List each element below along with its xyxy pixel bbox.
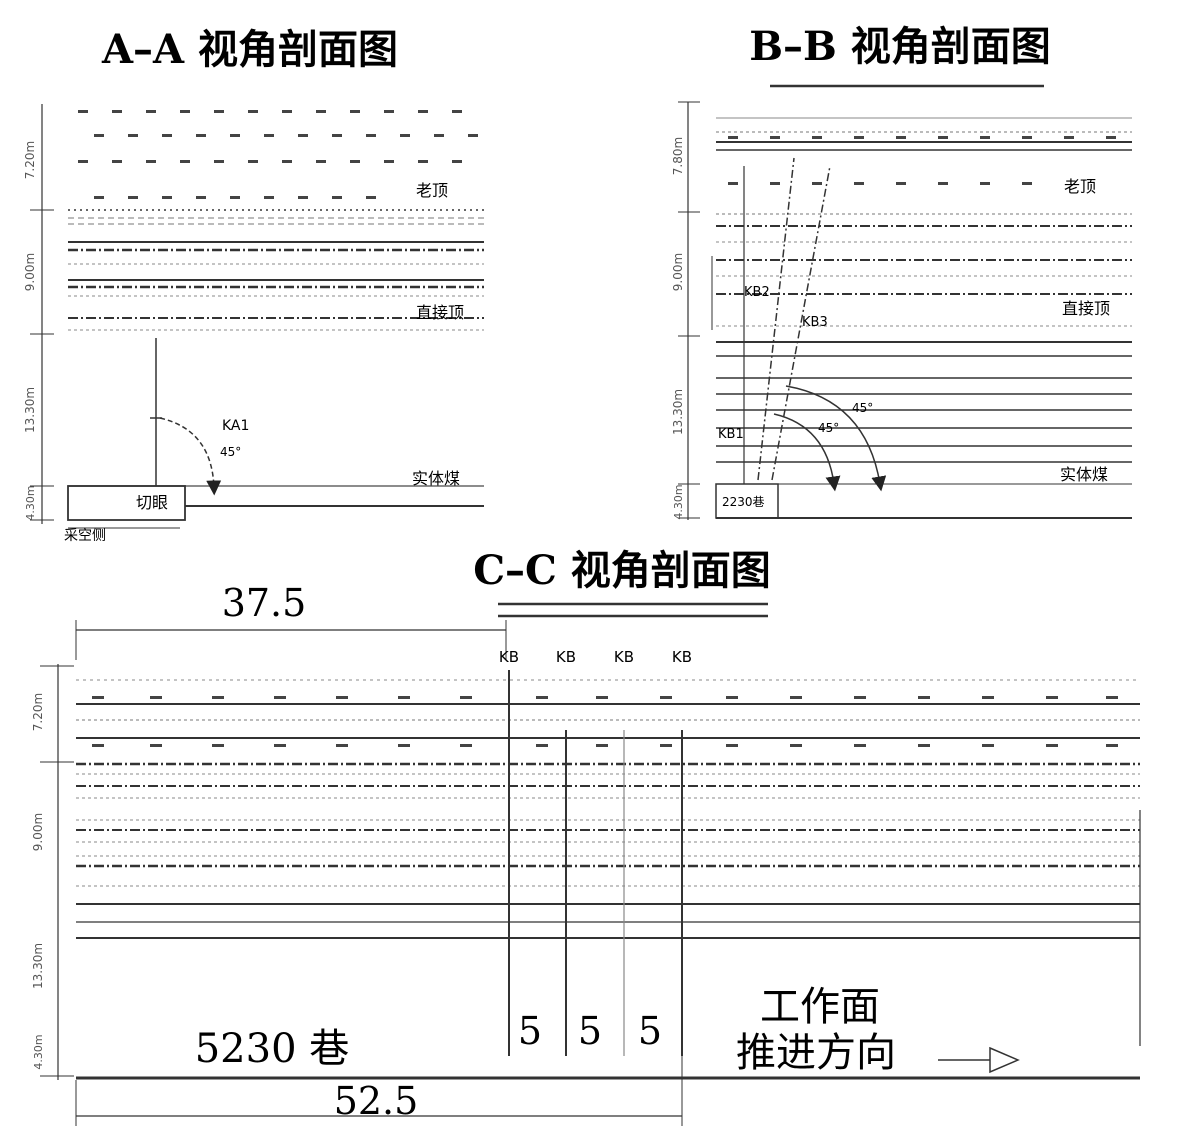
cc-dimension-column <box>40 664 74 1080</box>
cc-rock-pattern <box>92 696 1118 747</box>
section-aa: A–A 视角剖面图 <box>23 26 484 544</box>
cc-strata <box>76 679 1141 1080</box>
aa-dim-2: 9.00m <box>23 253 37 291</box>
cc-dim-4: 4.30m <box>32 1034 45 1069</box>
bb-label-coal: 实体煤 <box>1060 465 1108 484</box>
bb-hole-kb1: KB1 <box>718 427 744 442</box>
aa-label-goaf: 采空侧 <box>64 528 106 544</box>
bb-dim-1: 7.80m <box>671 137 685 175</box>
aa-strata <box>67 209 484 529</box>
section-aa-title: A–A 视角剖面图 <box>101 26 398 73</box>
cc-boreholes <box>508 670 683 1056</box>
cc-dimension-bottom <box>75 1056 683 1126</box>
cc-hole-label-2: KB <box>556 648 576 666</box>
bb-label-stratum-top: 老顶 <box>1064 177 1096 196</box>
cc-dim-2: 9.00m <box>31 813 45 851</box>
section-cc-title: C–C 视角剖面图 <box>473 547 771 594</box>
cc-spacing-1: 5 <box>518 1009 542 1053</box>
bb-dimension-column <box>678 101 713 520</box>
bb-angle-1: 45° <box>852 401 873 415</box>
aa-hole-label: KA1 <box>222 418 249 434</box>
aa-dim-4: 4.30m <box>24 485 37 520</box>
cc-dimension-top <box>75 620 507 660</box>
aa-rock-pattern <box>78 110 478 199</box>
bb-angle-2: 45° <box>818 421 839 435</box>
cc-face-label-2: 推进方向 <box>736 1030 896 1076</box>
bb-hole-kb3: KB3 <box>802 315 828 330</box>
cc-roadway-label: 5230 巷 <box>195 1026 350 1072</box>
cc-face-label-1: 工作面 <box>760 984 880 1030</box>
bb-boreholes <box>743 157 887 492</box>
bb-dim-3: 13.30m <box>671 389 685 435</box>
bb-label-stratum-mid: 直接顶 <box>1062 299 1110 318</box>
section-bb-title: B–B 视角剖面图 <box>749 23 1051 70</box>
cc-hole-label-4: KB <box>672 648 692 666</box>
aa-label-cut: 切眼 <box>136 493 168 512</box>
bb-label-roadway: 2230巷 <box>722 495 765 509</box>
advance-arrow-icon <box>938 1046 1020 1074</box>
section-bb: B–B 视角剖面图 <box>671 23 1132 520</box>
aa-borehole <box>150 338 222 496</box>
bb-dim-4: 4.30m <box>672 484 685 519</box>
cc-hole-label-3: KB <box>614 648 634 666</box>
aa-angle-label: 45° <box>220 445 241 459</box>
cc-dim-top-label: 37.5 <box>222 581 307 625</box>
bb-strata <box>715 117 1132 519</box>
cc-dim-3: 13.30m <box>31 943 45 989</box>
bb-rock-pattern <box>728 136 1116 185</box>
aa-label-stratum-top: 老顶 <box>416 181 448 200</box>
bb-hole-kb2: KB2 <box>744 285 770 300</box>
aa-dim-1: 7.20m <box>23 141 37 179</box>
cc-dim-1: 7.20m <box>31 693 45 731</box>
aa-label-stratum-mid: 直接顶 <box>416 303 464 322</box>
aa-dim-3: 13.30m <box>23 387 37 433</box>
aa-label-coal: 实体煤 <box>412 469 460 488</box>
cc-spacing-2: 5 <box>578 1009 602 1053</box>
bb-dim-2: 9.00m <box>671 253 685 291</box>
cc-dim-bottom-label: 52.5 <box>334 1079 419 1123</box>
section-cc: C–C 视角剖面图 37.5 KB KB KB KB <box>31 547 1141 1126</box>
cc-spacing-3: 5 <box>638 1009 662 1053</box>
cc-hole-label-1: KB <box>499 648 519 666</box>
aa-dimension-column <box>30 104 54 524</box>
